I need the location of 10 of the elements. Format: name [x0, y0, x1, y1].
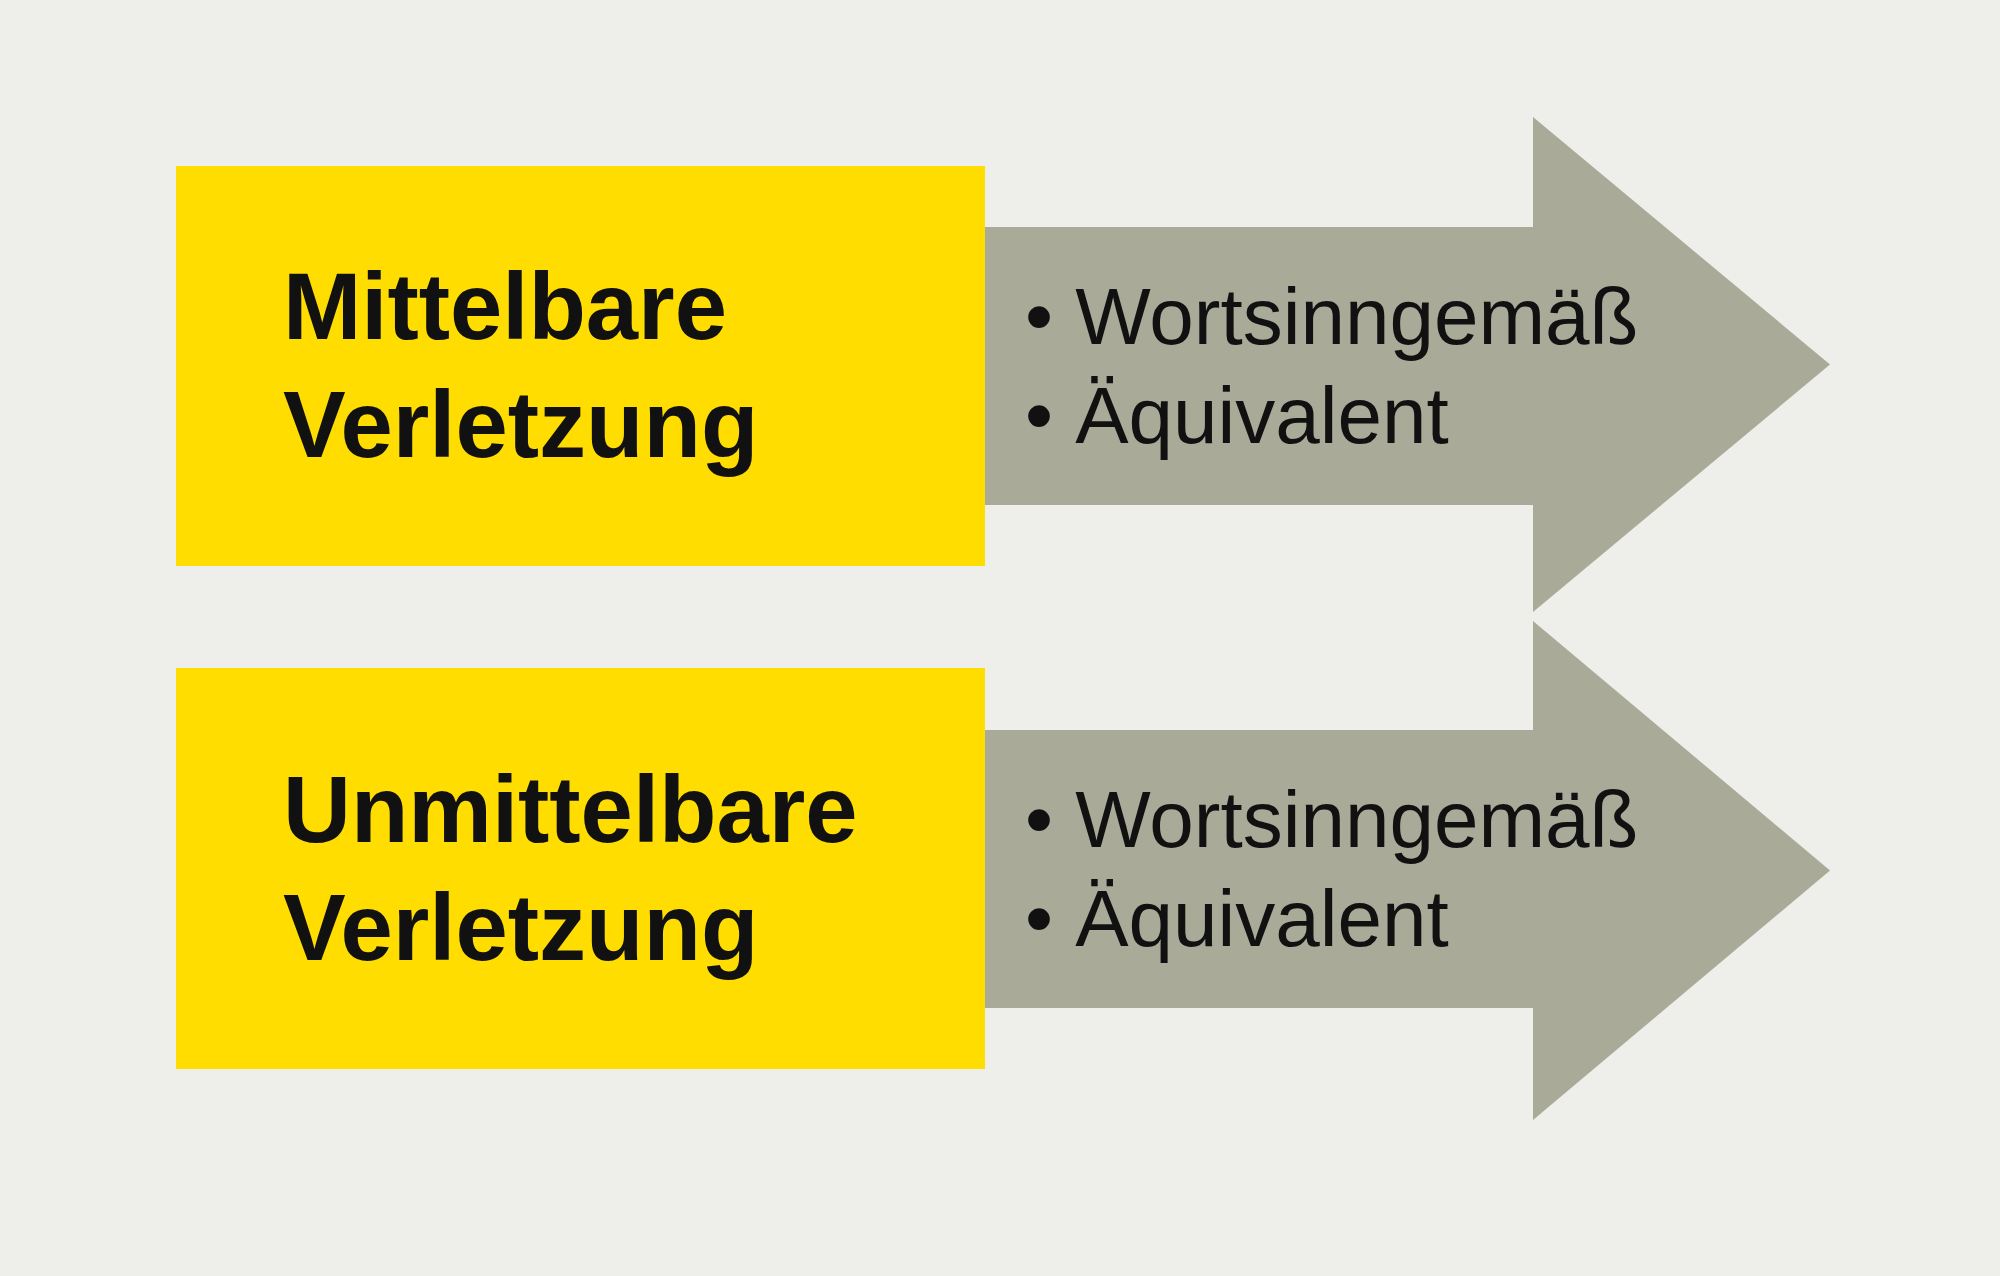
arrow-shape	[985, 621, 1830, 1120]
title-box	[176, 166, 985, 566]
bullet-item: • Äquivalent	[1025, 370, 1449, 462]
arrow-shape	[985, 117, 1830, 612]
title-box	[176, 668, 985, 1069]
bullet-item: • Wortsinngemäß	[1025, 774, 1639, 866]
box-title: Mittelbare Verletzung	[283, 253, 759, 479]
bullet-item: • Äquivalent	[1025, 873, 1449, 965]
box-title: Unmittelbare Verletzung	[283, 755, 858, 982]
bullet-item: • Wortsinngemäß	[1025, 271, 1639, 363]
